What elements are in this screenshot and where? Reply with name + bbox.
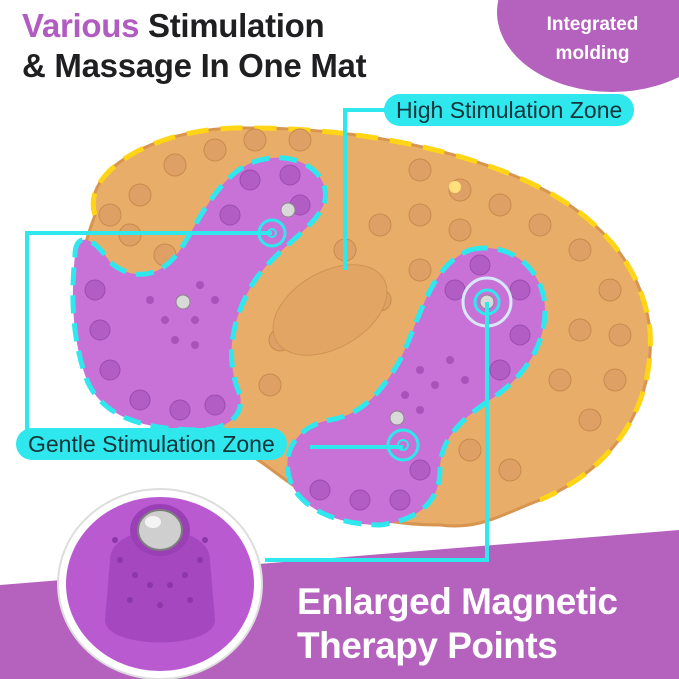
- mat-outer-dash: [90, 125, 653, 503]
- feature-line-2: Therapy Points: [297, 625, 558, 666]
- magnified-magnet-inset: [57, 488, 263, 679]
- massage-mat-illustration: [70, 125, 653, 528]
- feature-line-1: Enlarged Magnetic: [297, 581, 618, 622]
- gentle-stimulation-zone-label: Gentle Stimulation Zone: [16, 428, 287, 460]
- badge-text: Integrated molding: [520, 10, 665, 68]
- feature-caption: Enlarged Magnetic Therapy Points: [297, 580, 618, 668]
- title-line-1: Various Stimulation: [22, 6, 366, 46]
- title-line-1-rest: Stimulation: [139, 7, 325, 44]
- badge-line-1: Integrated: [546, 14, 639, 35]
- title-accent-word: Various: [22, 7, 140, 44]
- title-line-2: & Massage In One Mat: [22, 47, 367, 84]
- left-foot-dash: [70, 155, 329, 433]
- mat-yellow-dot: [449, 181, 461, 193]
- orange-heel-pad: [272, 264, 388, 356]
- purple-bumps: [84, 164, 531, 511]
- badge-line-2: molding: [555, 43, 630, 64]
- right-foot-zone: [287, 248, 545, 525]
- page-title: Various Stimulation & Massage In One Mat: [22, 6, 367, 86]
- callout-connectors: [25, 108, 489, 562]
- right-foot-dash: [284, 245, 548, 528]
- magnet-points: [175, 202, 495, 426]
- high-stimulation-zone-label: High Stimulation Zone: [384, 94, 635, 126]
